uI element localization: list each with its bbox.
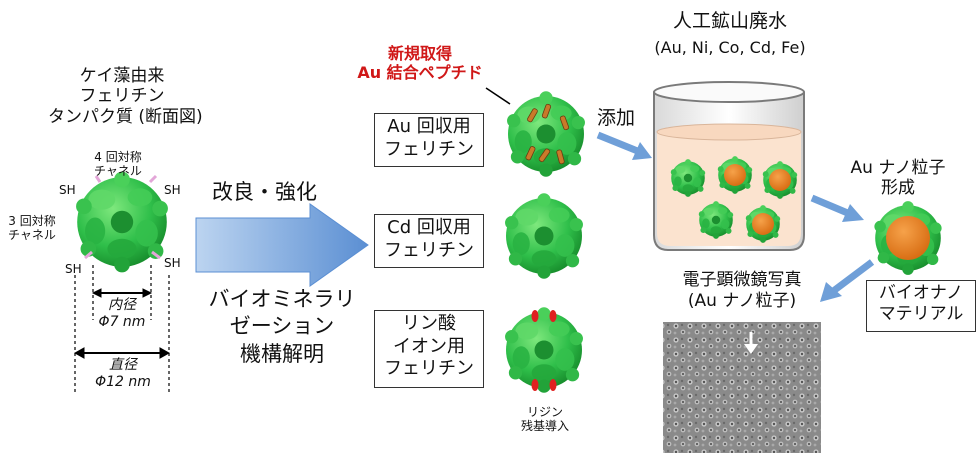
cd-ferritin: [505, 193, 583, 279]
bio-line3: 機構解明: [240, 341, 324, 366]
formation-arrow: [810, 194, 864, 222]
wastewater-metals: (Au, Ni, Co, Cd, Fe): [654, 38, 806, 57]
add-arrow: [596, 131, 652, 160]
p-box-line3: フェリチン: [384, 358, 474, 379]
em-line2: (Au ナノ粒子): [687, 291, 797, 312]
lysine-label: リジン 残基導入: [510, 405, 580, 434]
bio-material-line2: マテリアル: [878, 304, 964, 325]
p-box-line2: イオン用: [393, 335, 465, 357]
inner-diameter-value: Φ7 nm: [98, 313, 146, 330]
au-np-line1: Au ナノ粒子: [850, 158, 946, 178]
add-label: 添加: [597, 107, 636, 129]
bio-line2: ゼーション: [229, 314, 335, 339]
channel4-line2: チャネル: [94, 164, 142, 179]
sh-label-top-right: SH: [164, 183, 181, 197]
source-title-line3: タンパク質 (断面図): [48, 106, 203, 127]
au-box-line1: Au 回収用: [387, 116, 471, 137]
improve-arrow: [195, 203, 369, 287]
peptide-pointer: [485, 87, 511, 105]
application-arrow: [820, 259, 875, 302]
improve-label: 改良・強化: [212, 180, 317, 204]
source-title-line1: ケイ藻由来: [79, 66, 165, 86]
sh-label-bottom-left: SH: [65, 262, 82, 276]
bio-line1: バイオミネラリ: [208, 287, 356, 311]
bio-nanomaterial-box: バイオナノ マテリアル: [866, 280, 976, 332]
outer-diameter-label: 直径: [109, 357, 137, 373]
au-nanoparticle-ferritin: [874, 201, 942, 275]
sh-label-bottom-right: SH: [164, 256, 181, 270]
dimension-lines: [73, 265, 171, 395]
biomineralization-label: バイオミネラリ ゼーション 機構解明: [184, 286, 380, 368]
channel3-label: 3 回対称 チャネル: [2, 214, 62, 243]
au-ferritin-box: Au 回収用 フェリチン: [374, 113, 484, 167]
peptide-label: 新規取得 Au 結合ペプチド: [334, 44, 506, 82]
channel4-label: 4 回対称 チャネル: [86, 150, 150, 179]
cd-ferritin-box: Cd 回収用 フェリチン: [374, 214, 484, 268]
au-np-label: Au ナノ粒子 形成: [838, 158, 958, 199]
peptide-line1: 新規取得: [387, 44, 452, 63]
au-np-line2: 形成: [881, 178, 915, 199]
au-ferritin: [507, 91, 585, 177]
source-title-line2: フェリチン: [79, 86, 165, 107]
em-caption: 電子顕微鏡写真 (Au ナノ粒子): [650, 270, 834, 313]
bio-material-line1: バイオナノ: [878, 283, 964, 303]
phosphate-ferritin: [505, 307, 583, 393]
channel4-line1: 4 回対称: [94, 150, 142, 164]
channel3-line2: チャネル: [8, 228, 56, 243]
source-ferritin: [76, 171, 168, 273]
em-micrograph: [663, 322, 821, 453]
lysine-line1: リジン: [526, 405, 563, 419]
outer-diameter: 直径 Φ12 nm: [78, 357, 168, 391]
outer-diameter-value: Φ12 nm: [95, 373, 151, 390]
wastewater-title: 人工鉱山廃水: [672, 10, 787, 32]
inner-diameter-label: 内径: [108, 297, 136, 313]
wastewater-beaker: [653, 81, 805, 251]
lysine-line2: 残基導入: [520, 419, 569, 434]
channel3-line1: 3 回対称: [8, 214, 56, 228]
p-box-line1: リン酸: [402, 313, 456, 334]
sh-label-top-left: SH: [59, 183, 76, 197]
em-line1: 電子顕微鏡写真: [682, 270, 802, 290]
cd-box-line2: フェリチン: [384, 239, 474, 261]
source-title: ケイ藻由来 フェリチン タンパク質 (断面図): [48, 66, 203, 127]
au-box-line2: フェリチン: [384, 138, 474, 160]
phosphate-ferritin-box: リン酸 イオン用 フェリチン: [374, 310, 484, 388]
cd-box-line1: Cd 回収用: [387, 217, 471, 238]
peptide-line2: Au 結合ペプチド: [357, 63, 483, 83]
inner-diameter: 内径 Φ7 nm: [94, 297, 150, 331]
